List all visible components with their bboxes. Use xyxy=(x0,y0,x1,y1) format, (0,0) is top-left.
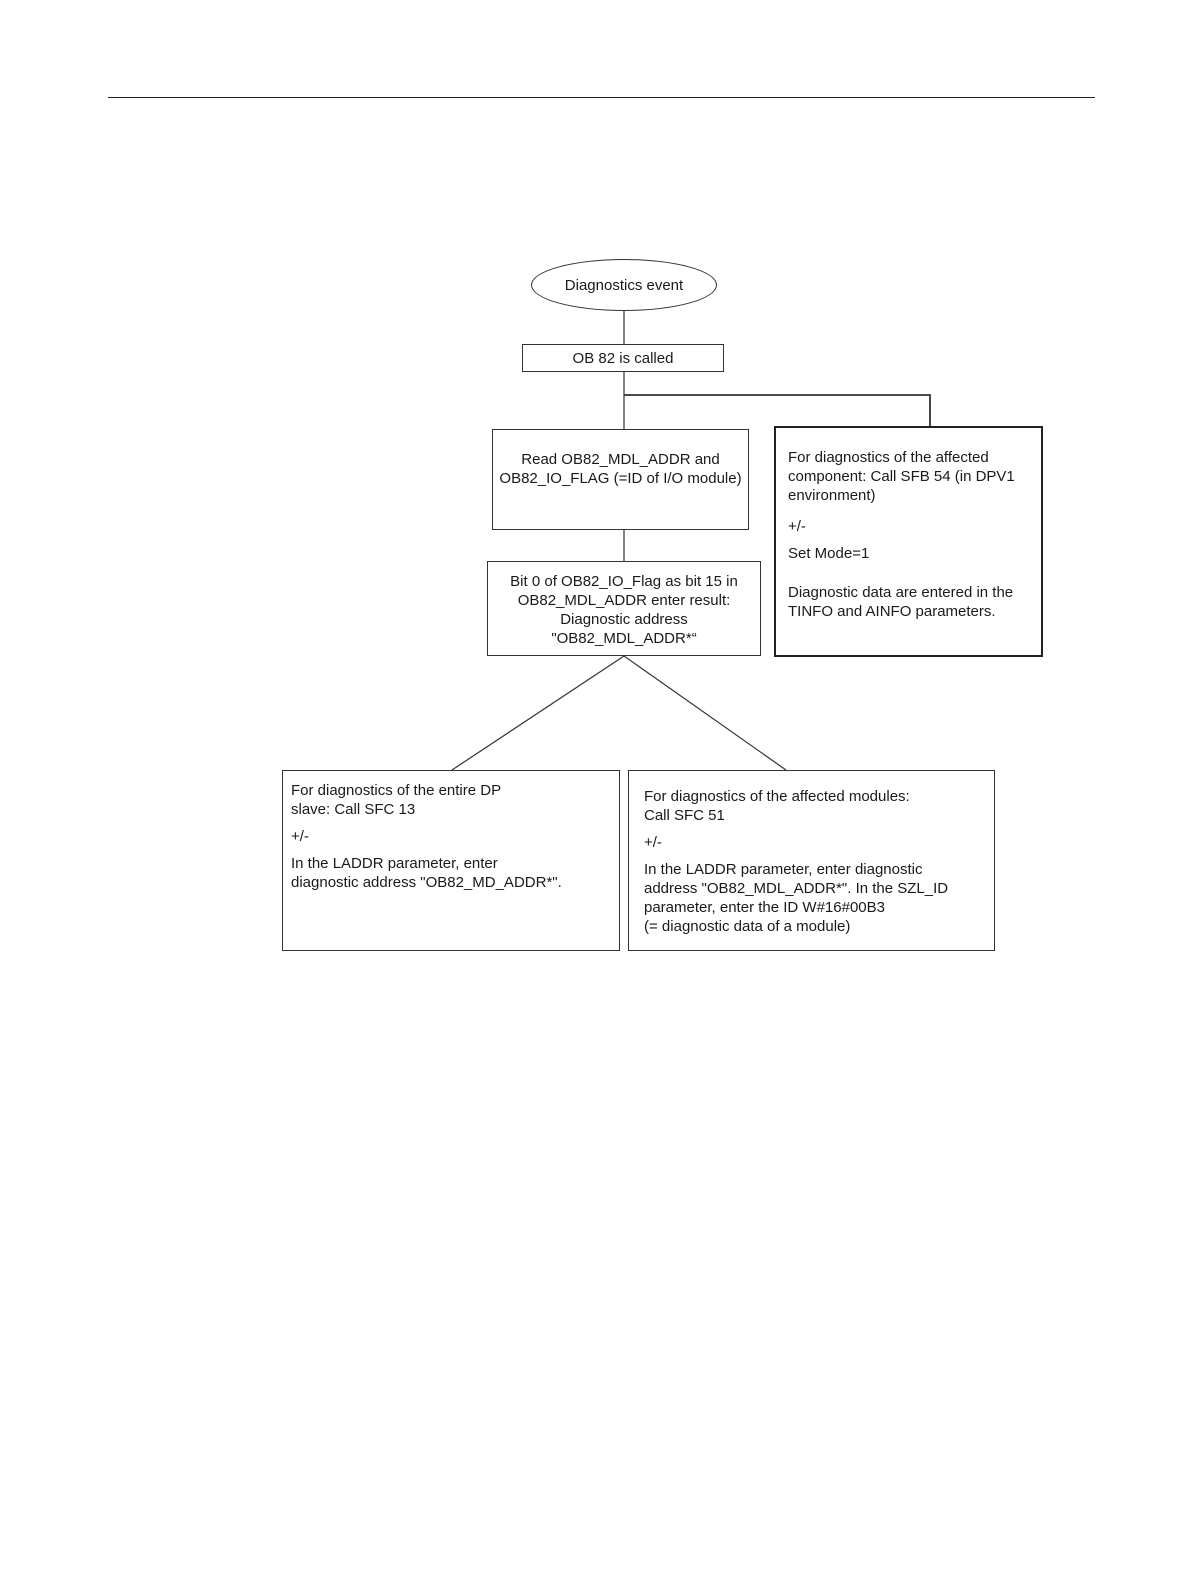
sfc13-line-1: For diagnostics of the entire DP xyxy=(291,782,502,799)
sfc51-sign: +/- xyxy=(644,834,662,851)
start-node-diagnostics-event: Diagnostics event xyxy=(531,259,717,311)
sfb54-line-4: Diagnostic data are entered in the xyxy=(788,584,1014,601)
process-node-bit-result: Bit 0 of OB82_IO_Flag as bit 15 in OB82_… xyxy=(487,561,761,656)
sfb54-line-1: For diagnostics of the affected xyxy=(788,449,989,466)
connector-bit-to-sfc13 xyxy=(451,655,625,771)
read-addr-line-1: Read OB82_MDL_ADDR and xyxy=(521,451,720,468)
sfb54-line-3: environment) xyxy=(788,487,876,504)
ob82-called-label: OB 82 is called xyxy=(572,349,674,367)
connector-bit-to-sfc51 xyxy=(623,655,787,771)
sfc51-line-2: Call SFC 51 xyxy=(644,807,725,824)
sfc51-line-4: address "OB82_MDL_ADDR*". In the SZL_ID xyxy=(644,880,949,897)
connector-branch-to-sfb54 xyxy=(624,394,931,426)
process-node-sfb54: For diagnostics of the affected componen… xyxy=(774,426,1043,657)
process-node-sfc13: For diagnostics of the entire DP slave: … xyxy=(282,770,620,951)
sfc13-sign: +/- xyxy=(291,828,309,845)
process-node-ob82-called: OB 82 is called xyxy=(522,344,724,372)
sfc13-line-3: In the LADDR parameter, enter xyxy=(291,855,498,872)
bit-result-line-3: Diagnostic address xyxy=(560,611,688,628)
process-node-read-addr: Read OB82_MDL_ADDR and OB82_IO_FLAG (=ID… xyxy=(492,429,749,530)
sfc51-line-1: For diagnostics of the affected modules: xyxy=(644,788,910,805)
sfb54-mode: Set Mode=1 xyxy=(788,545,870,562)
read-addr-line-2: OB82_IO_FLAG (=ID of I/O module) xyxy=(499,470,742,487)
sfb54-line-5: TINFO and AINFO parameters. xyxy=(788,603,996,620)
sfc13-line-4: diagnostic address "OB82_MD_ADDR*". xyxy=(291,874,562,891)
sfb54-line-2: component: Call SFB 54 (in DPV1 xyxy=(788,468,1015,485)
sfc51-line-3: In the LADDR parameter, enter diagnostic xyxy=(644,861,923,878)
bit-result-line-2: OB82_MDL_ADDR enter result: xyxy=(517,592,731,609)
sfc13-line-2: slave: Call SFC 13 xyxy=(291,801,416,818)
header-rule xyxy=(108,97,1095,98)
bit-result-line-4: "OB82_MDL_ADDR*“ xyxy=(551,630,697,647)
process-node-sfc51: For diagnostics of the affected modules:… xyxy=(628,770,995,951)
sfc51-line-5: parameter, enter the ID W#16#00B3 xyxy=(644,899,885,916)
bit-result-line-1: Bit 0 of OB82_IO_Flag as bit 15 in xyxy=(510,573,738,590)
start-node-label: Diagnostics event xyxy=(564,276,684,294)
sfb54-sign: +/- xyxy=(788,518,806,535)
sfc51-line-6: (= diagnostic data of a module) xyxy=(644,918,851,935)
